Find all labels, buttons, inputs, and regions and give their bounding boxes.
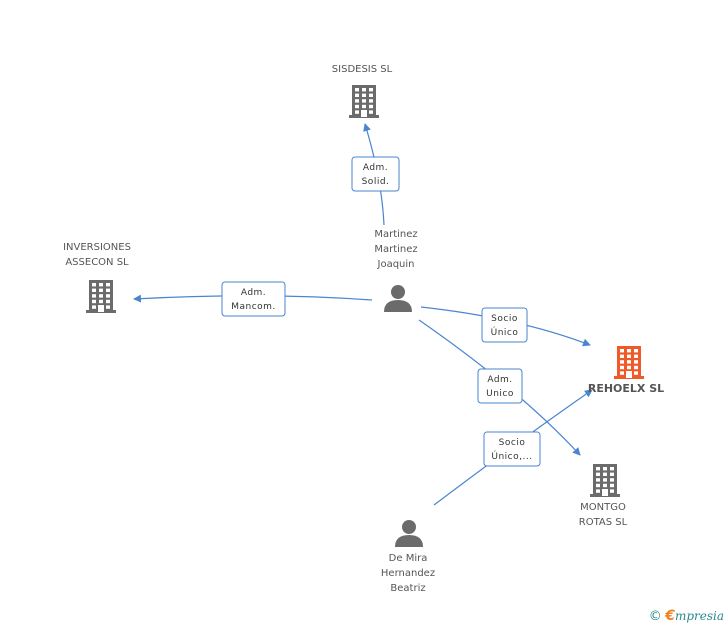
edge-label-box xyxy=(351,156,400,192)
edge-label-text: Único xyxy=(491,326,519,338)
edge-label-text: Único,... xyxy=(491,450,532,462)
edge-label-text: Adm. xyxy=(241,288,266,298)
edge-label-martinez-inversiones[interactable]: Adm. Mancom. xyxy=(221,281,286,317)
edge-label-martinez-montgo[interactable]: Adm. Unico xyxy=(477,368,523,404)
node-label: REHOELX SL xyxy=(588,382,664,395)
edge-label-text: Solid. xyxy=(362,177,390,187)
person-icon xyxy=(395,520,423,547)
node-label: Joaquin xyxy=(377,259,415,270)
person-icon xyxy=(384,285,412,312)
node-label: SISDESIS SL xyxy=(332,64,393,75)
node-label: ROTAS SL xyxy=(579,517,628,528)
edge-labels-layer: Adm.Solid.Adm.Mancom.SocioÚnicoAdm.Unico… xyxy=(221,156,541,467)
edge-label-demira-rehoelx[interactable]: SocioÚnico,... xyxy=(483,431,541,467)
brand-logo-e: € xyxy=(665,608,675,624)
node-montgo[interactable]: MONTGO ROTAS SL xyxy=(579,464,628,528)
node-label: Hernandez xyxy=(381,568,435,579)
node-label: De Mira xyxy=(389,553,428,564)
brand-name: mpresia xyxy=(674,609,724,623)
nodes-layer: SISDESIS SL INVERSIONES ASSECON SL Martinez… xyxy=(63,64,664,594)
node-label: Martinez xyxy=(374,244,417,255)
node-rehoelx[interactable]: REHOELX SL xyxy=(588,346,664,395)
node-sisdesis[interactable]: SISDESIS SL xyxy=(332,64,393,118)
node-label: Beatriz xyxy=(390,583,425,594)
building-icon xyxy=(614,346,644,379)
edge-label-text: Adm. xyxy=(487,375,512,385)
copyright-symbol: © xyxy=(648,609,662,624)
edge-label-martinez-sisdesis[interactable]: Adm. Solid. xyxy=(351,156,400,192)
edge-label-box xyxy=(477,368,523,404)
edge-label-box xyxy=(481,307,528,343)
edge-label-text: Unico xyxy=(486,389,514,399)
node-inversiones[interactable]: INVERSIONES ASSECON SL xyxy=(63,242,131,313)
edge-label-text: Adm. xyxy=(363,163,388,173)
edge-label-box xyxy=(221,281,286,317)
building-icon xyxy=(86,280,116,313)
edge-label-box xyxy=(483,431,541,467)
node-label: MONTGO xyxy=(580,502,626,513)
node-label: Martinez xyxy=(374,229,417,240)
footer-brand: © €mpresia xyxy=(649,608,724,624)
edge-label-text: Socio xyxy=(491,314,518,324)
edge-label-text: Socio xyxy=(499,438,526,448)
edge-label-text: Mancom. xyxy=(231,302,276,312)
node-label: INVERSIONES xyxy=(63,242,131,253)
building-icon xyxy=(349,85,379,118)
node-label: ASSECON SL xyxy=(65,257,129,268)
building-icon xyxy=(590,464,620,497)
